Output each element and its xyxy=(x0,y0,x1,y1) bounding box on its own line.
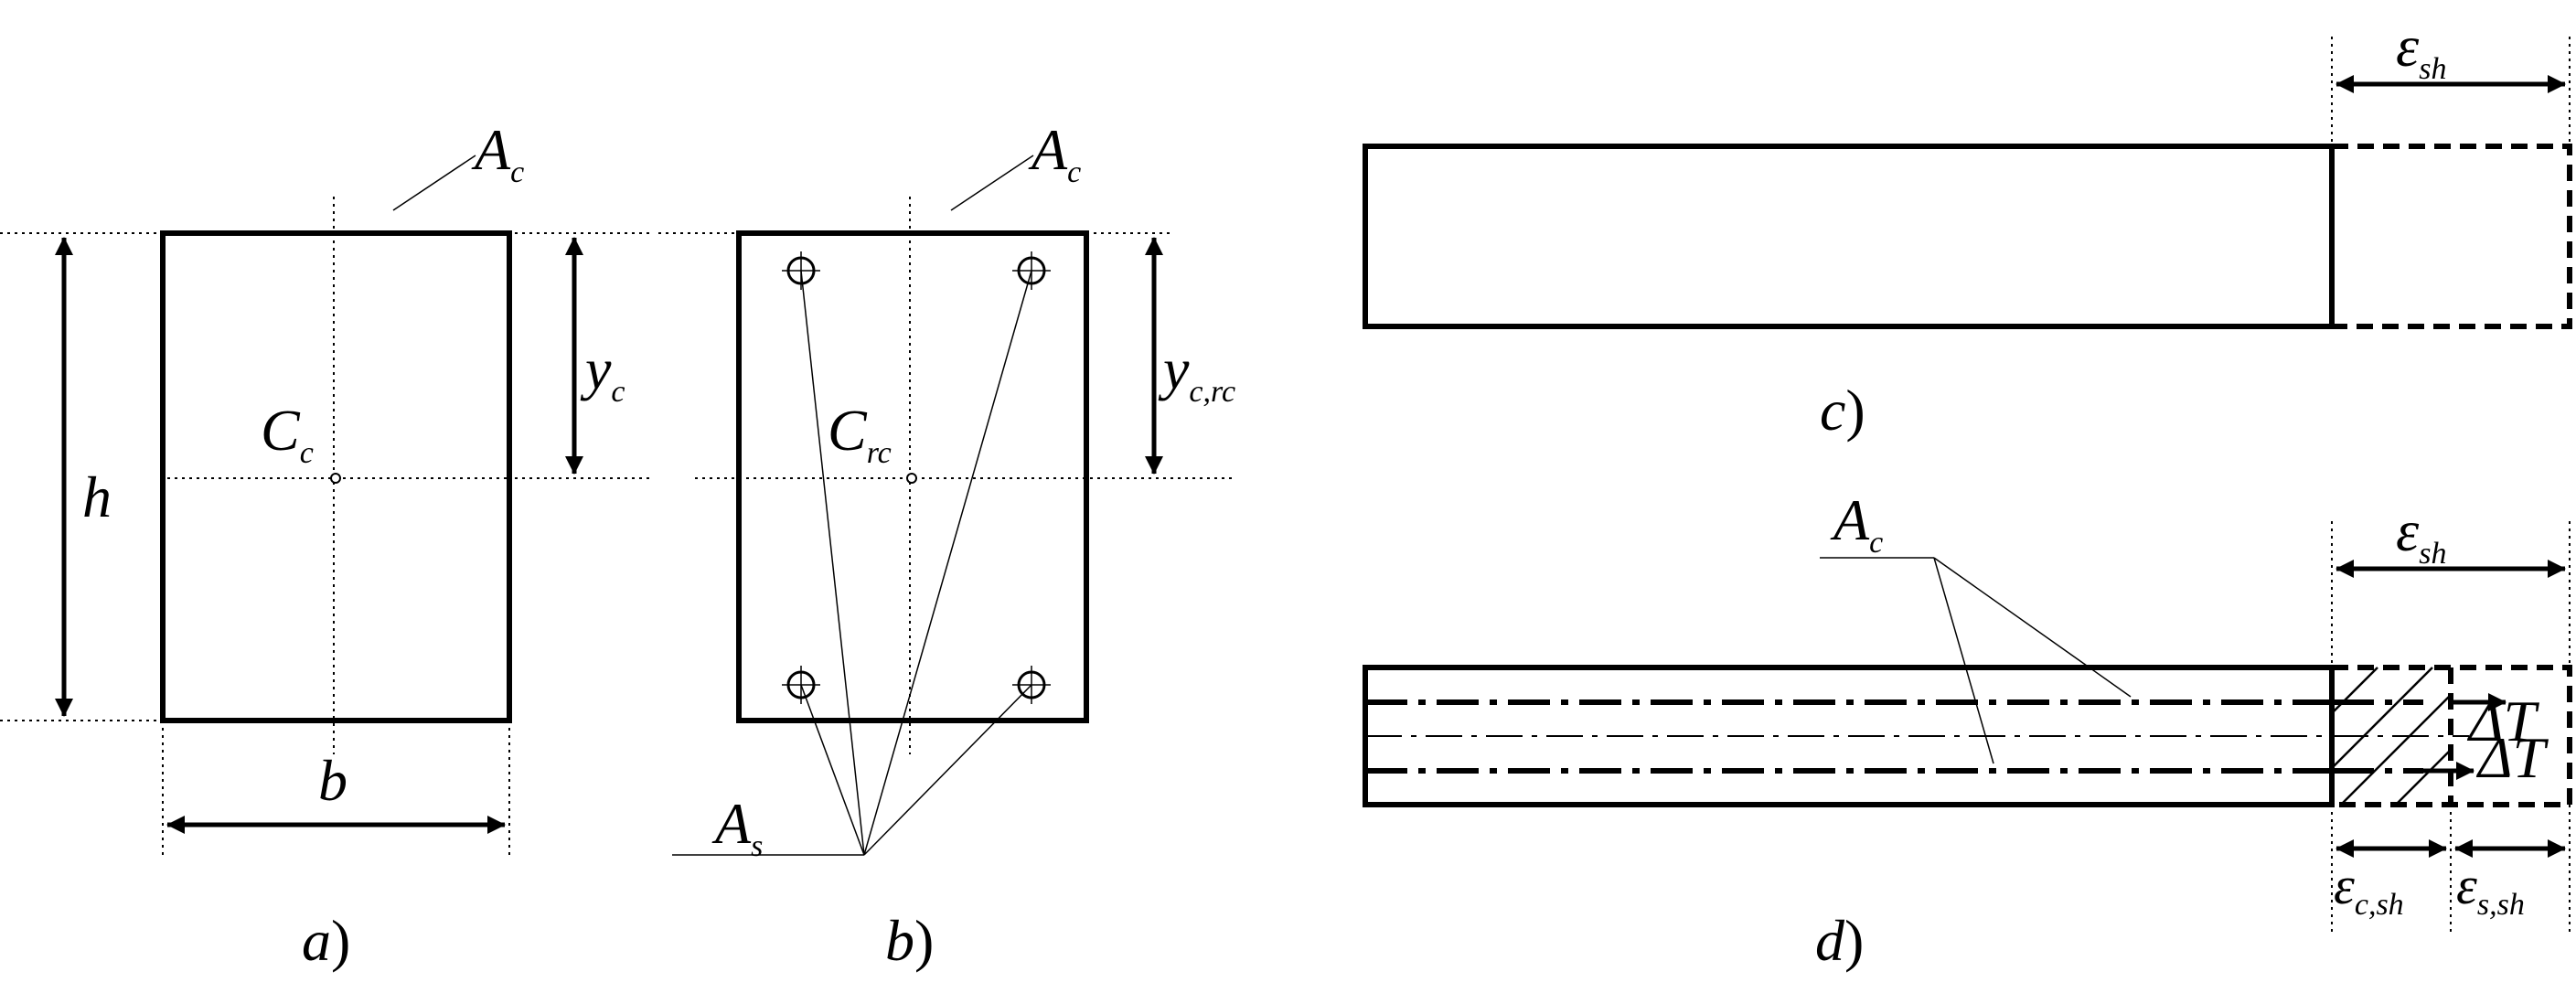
width-label: b xyxy=(318,748,347,813)
strain-label: εsh xyxy=(2396,498,2446,571)
panel-c-caption: c) xyxy=(1820,378,1865,443)
centroid-label: Crc xyxy=(828,398,892,470)
panel-d-caption: d) xyxy=(1815,908,1864,973)
centroid-marker xyxy=(906,473,917,484)
panel-d: ΔT ΔT Ac εsh εc,sh εs,sh d) xyxy=(1363,487,2572,973)
height-label: h xyxy=(82,464,112,529)
concrete-strain-label: εc,sh xyxy=(2334,856,2404,922)
reinforced-section xyxy=(736,230,1089,723)
panel-a-caption: a) xyxy=(302,908,350,973)
area-leader-line xyxy=(950,155,1034,211)
panel-a: Ac Cc h b yc a) xyxy=(0,117,654,973)
concrete-section xyxy=(160,230,512,723)
strain-label: εsh xyxy=(2396,14,2446,86)
distance-label: yc xyxy=(580,336,625,409)
force-label-top: ΔT xyxy=(2466,689,2540,753)
area-label: Ac xyxy=(471,117,524,189)
panel-c: εsh c) xyxy=(1363,14,2572,443)
hatched-region xyxy=(2331,667,2452,806)
area-label: Ac xyxy=(1028,117,1081,189)
concrete-member xyxy=(1363,144,2335,329)
distance-label: yc,rc xyxy=(1158,336,1235,409)
shrunk-outline xyxy=(2332,144,2572,329)
area-leader-line xyxy=(392,155,476,211)
steel-strain-label: εs,sh xyxy=(2456,856,2525,922)
centroid-marker xyxy=(330,473,341,484)
area-leader-top xyxy=(1933,557,2132,698)
steel-leader-lines xyxy=(672,270,1032,856)
panel-b: Ac Crc As xyxy=(658,117,1235,973)
area-leader-bottom xyxy=(1933,557,1994,764)
force-label-bottom: ΔT xyxy=(2475,725,2549,790)
steel-area-label: As xyxy=(711,791,763,863)
panel-b-caption: b) xyxy=(885,908,934,973)
area-label: Ac xyxy=(1830,487,1883,560)
centroid-label: Cc xyxy=(261,398,314,470)
